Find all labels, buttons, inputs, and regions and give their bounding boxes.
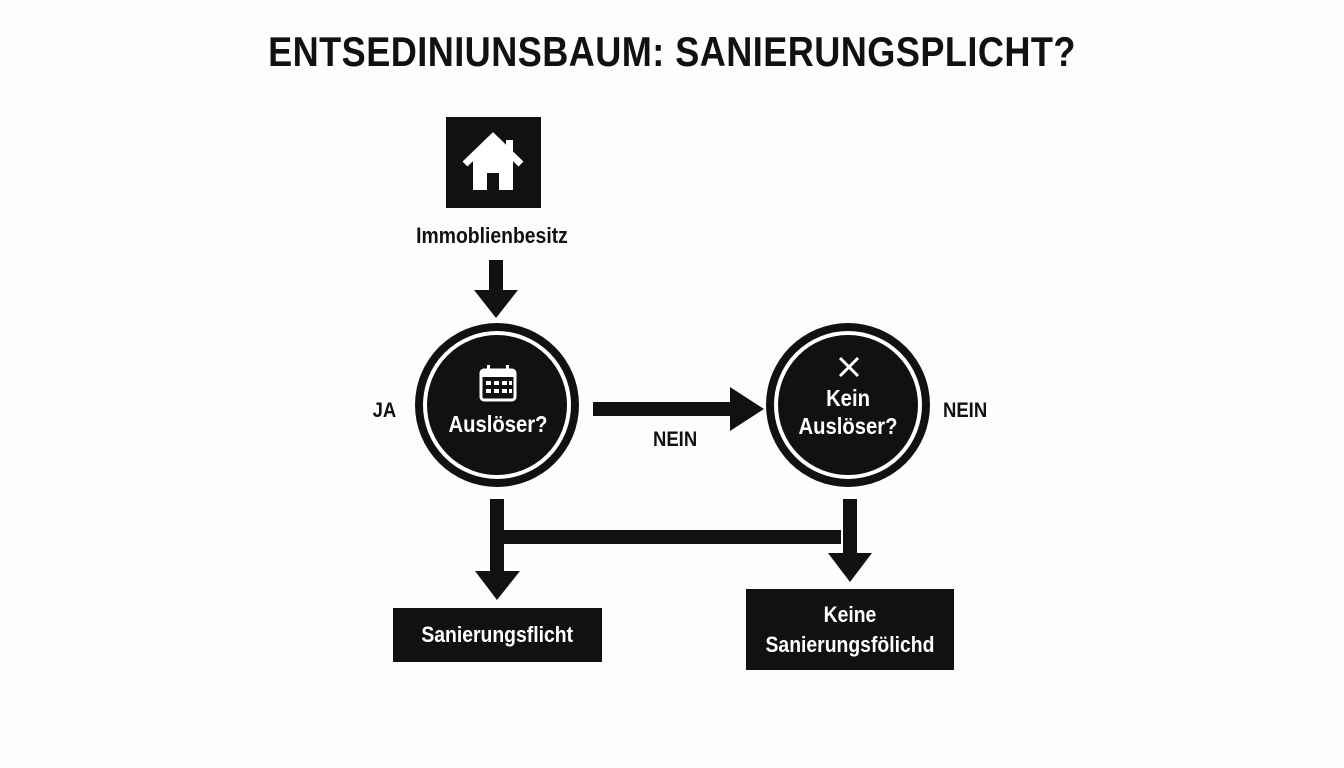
start-node-label: Immoblienbesitz <box>416 223 568 248</box>
outcome-box-right: Keine Sanierungsfölichd <box>746 589 954 670</box>
decision-node-right <box>766 323 930 487</box>
edge-label-no-right: NEIN <box>943 399 988 422</box>
decision-left-label: Auslöser? <box>448 411 548 437</box>
house-icon <box>446 117 541 208</box>
edge-label-yes: JA <box>372 399 397 422</box>
arrow-start-to-decision <box>474 260 518 318</box>
decision-right-label-line2: Auslöser? <box>798 413 898 439</box>
arrow-left-to-right-decision <box>593 387 764 431</box>
branch-connector <box>504 530 841 544</box>
outcome-left-label: Sanierungsflicht <box>421 622 574 647</box>
decision-right-label-line1: Kein <box>826 385 870 411</box>
outcome-right-label-line2: Sanierungsfölichd <box>765 631 935 657</box>
diagram-title: ENTSEDINIUNSBAUM: SANIERUNGSPLICHT? <box>268 28 1076 75</box>
calendar-icon <box>479 365 517 402</box>
decision-right-label: Kein Auslöser? <box>786 384 909 440</box>
decision-node-left <box>415 323 579 487</box>
edge-label-no-middle: NEIN <box>653 428 698 451</box>
close-icon <box>838 356 860 378</box>
arrow-left-decision-to-outcome <box>475 499 520 600</box>
outcome-box-left: Sanierungsflicht <box>393 608 602 662</box>
arrow-right-decision-to-outcome <box>828 499 872 582</box>
outcome-right-label-line1: Keine <box>823 601 877 627</box>
